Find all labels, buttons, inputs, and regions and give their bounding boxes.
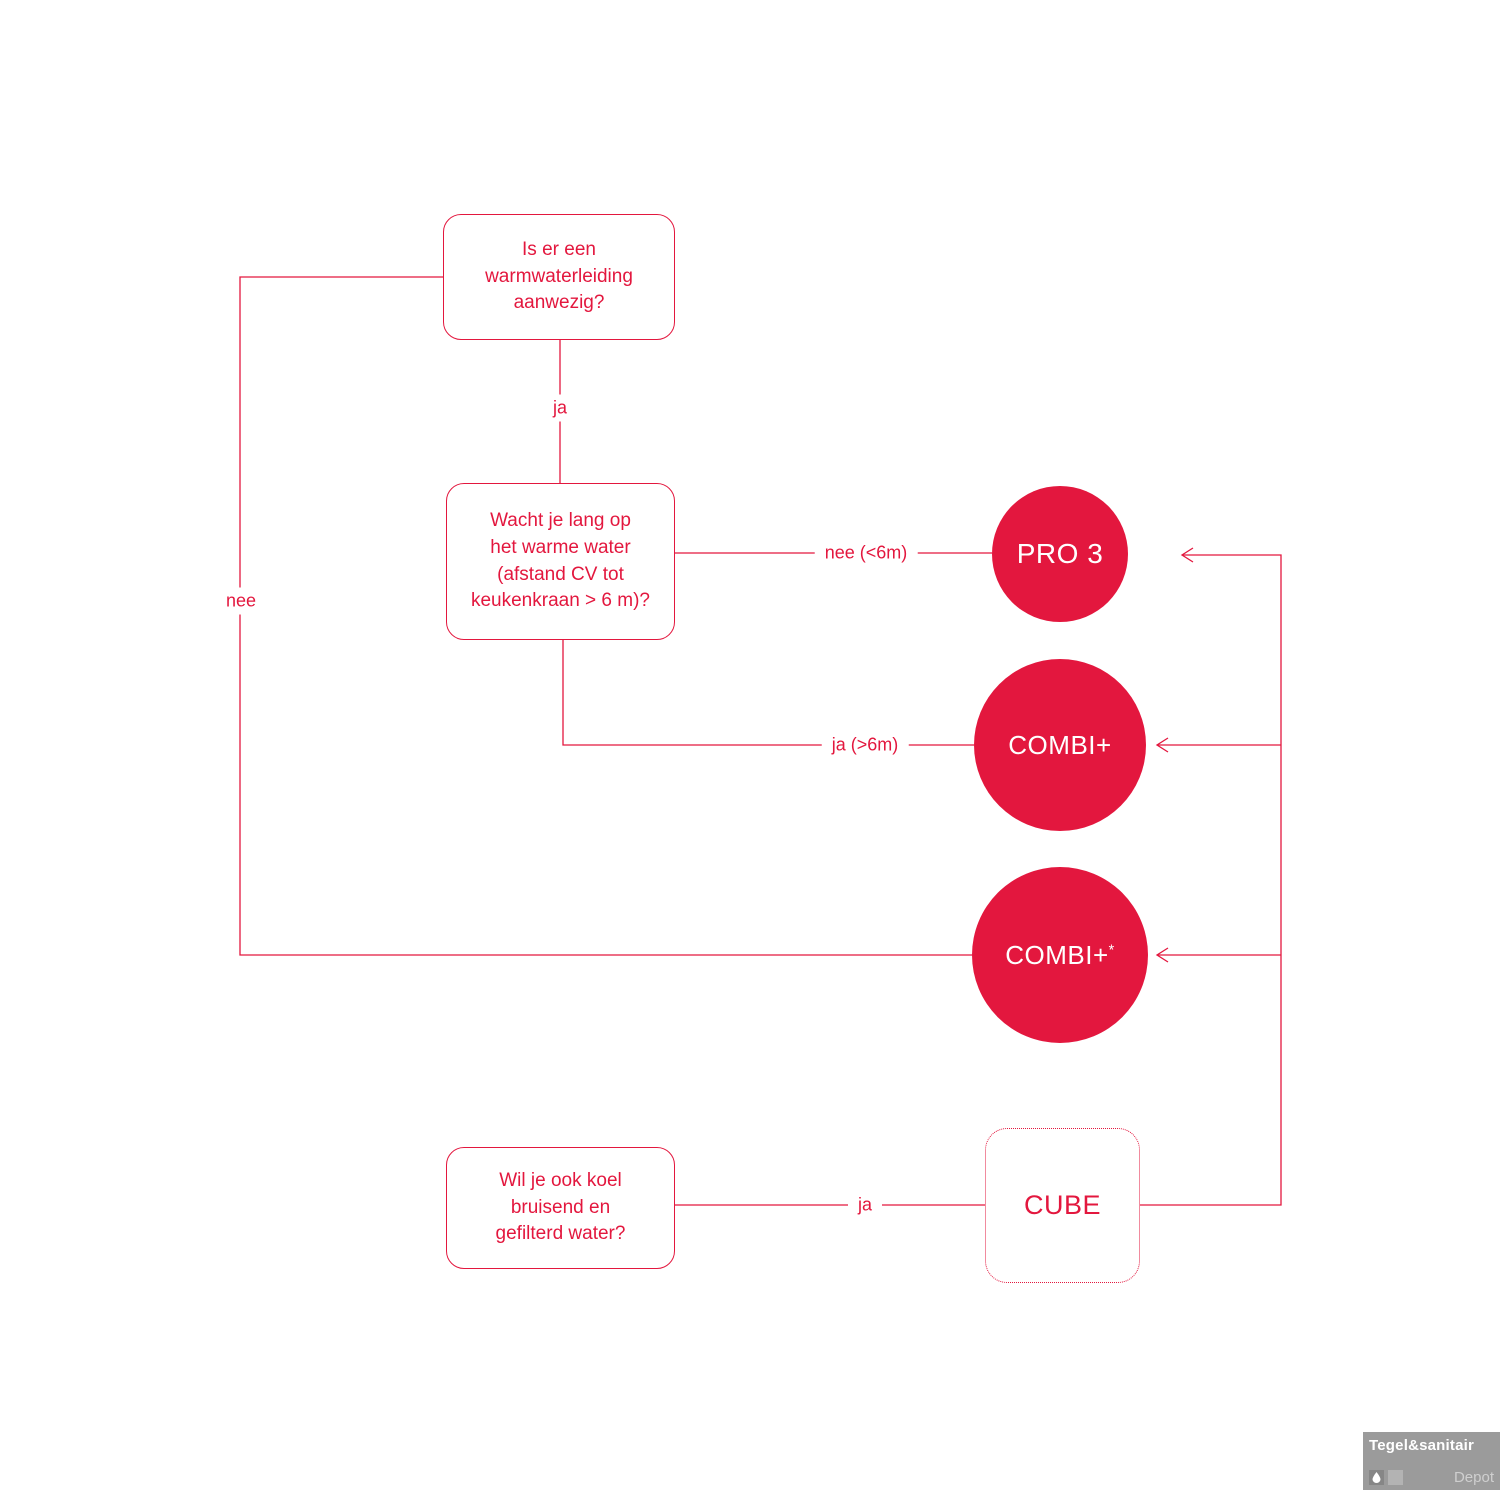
tile-icon — [1388, 1470, 1403, 1485]
watermark-logo: Tegel&sanitair Depot — [1363, 1432, 1500, 1490]
result-combi-star-circle: COMBI+* — [972, 867, 1148, 1043]
combi-star-asterisk: * — [1108, 941, 1115, 958]
arrowhead-combistar — [1155, 947, 1169, 963]
edge-cube-return — [1140, 554, 1282, 1206]
arrowhead-combi — [1155, 737, 1169, 753]
edge-label-ja-top: ja — [542, 394, 578, 422]
combi-star-text: COMBI+ — [1005, 939, 1109, 970]
result-combi-label: COMBI+ — [1008, 729, 1112, 760]
result-pro3-label: PRO 3 — [1016, 538, 1104, 569]
question-wait-box: Wacht je lang op het warme water (afstan… — [446, 483, 675, 640]
edge-q2-to-combi — [562, 640, 974, 746]
edge-label-nee-short: nee (<6m) — [814, 539, 918, 567]
watermark-brand-text: Tegel&sanitair — [1369, 1437, 1475, 1454]
question-warmwater-box: Is er een warmwaterleiding aanwezig? — [443, 214, 675, 340]
watermark-sub-text: Depot — [1453, 1469, 1494, 1486]
arrowhead-pro3 — [1180, 547, 1194, 563]
edge-label-ja-long: ja (>6m) — [821, 731, 909, 759]
result-cube-label: CUBE — [1023, 1190, 1101, 1220]
edge-label-ja-bottom: ja — [847, 1191, 883, 1219]
result-cube-box: CUBE — [985, 1128, 1140, 1283]
result-combi-star-label: COMBI+* — [1005, 940, 1115, 971]
water-drop-icon — [1369, 1470, 1384, 1485]
result-combi-circle: COMBI+ — [974, 659, 1146, 831]
edge-label-nee-left: nee — [215, 587, 267, 615]
question-cool-water-box: Wil je ook koel bruisend en gefilterd wa… — [446, 1147, 675, 1269]
edge-q1-to-combistar — [239, 276, 972, 956]
result-pro3-circle: PRO 3 — [992, 486, 1128, 622]
